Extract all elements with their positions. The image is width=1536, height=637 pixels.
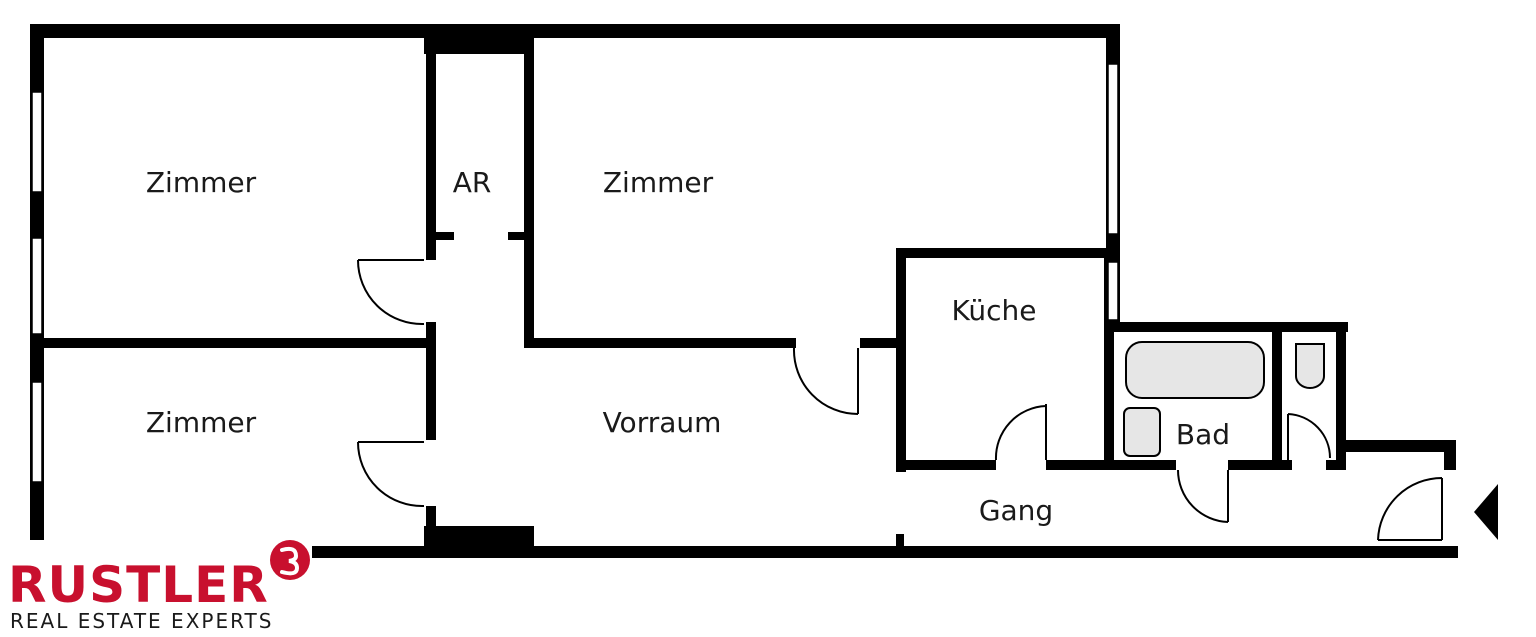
window-left-bottom (31, 381, 43, 483)
windows (31, 63, 1119, 483)
room-label-bad: Bad (1176, 418, 1230, 451)
window-left-top (31, 91, 43, 193)
window-right-top (1107, 63, 1119, 235)
room-label-zimmer-top-left: Zimmer (146, 166, 257, 199)
sink-icon (1123, 407, 1161, 457)
brand-logo: RUSTLER REAL ESTATE EXPERTS (8, 540, 310, 633)
room-label-zimmer-bottom-left: Zimmer (146, 406, 257, 439)
door-zimmer-bottom-left (357, 441, 425, 508)
entrance-arrow-icon (1474, 484, 1498, 540)
room-label-zimmer-top-right: Zimmer (603, 166, 714, 199)
window-right-kitchen (1107, 261, 1119, 321)
room-label-gang: Gang (979, 494, 1053, 527)
room-label-vorraum: Vorraum (603, 406, 722, 439)
door-zimmer-top-left (357, 259, 425, 326)
brand-name: RUSTLER (8, 556, 269, 614)
toilet-icon (1295, 343, 1325, 389)
bathtub-icon (1125, 341, 1265, 399)
fixtures (1123, 341, 1325, 457)
walls (30, 24, 1458, 558)
doors (357, 259, 1443, 541)
room-label-ar: AR (453, 166, 492, 199)
room-label-kueche: Küche (951, 294, 1036, 327)
door-kueche (994, 404, 1047, 461)
rustler-logo-icon (270, 540, 310, 580)
door-entrance (1377, 477, 1443, 541)
brand-tagline: REAL ESTATE EXPERTS (10, 609, 273, 633)
door-bad (1177, 469, 1229, 523)
door-wc (1287, 413, 1332, 460)
window-left-middle (31, 237, 43, 335)
door-zimmer-vorraum (792, 347, 859, 415)
